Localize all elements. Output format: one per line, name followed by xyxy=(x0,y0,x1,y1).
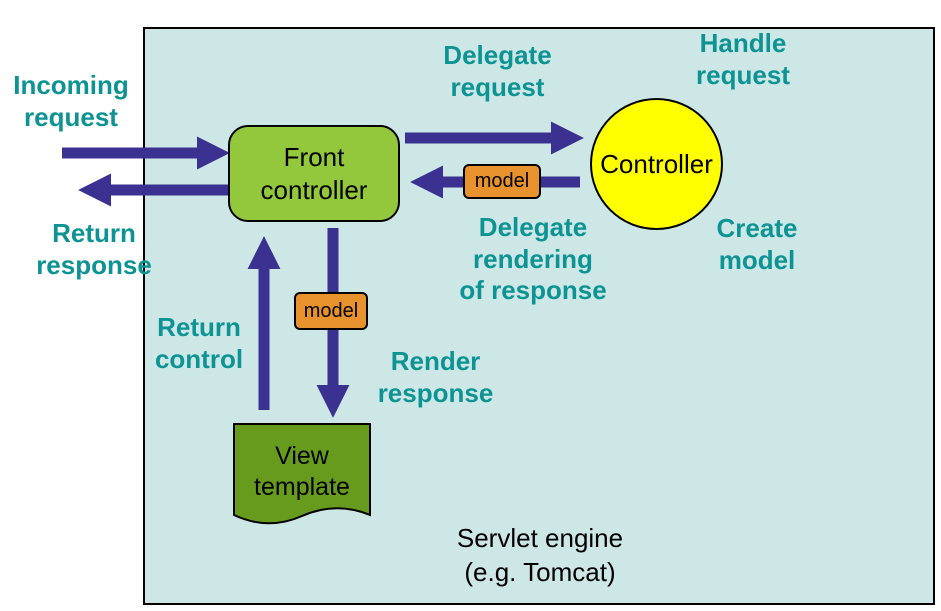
view-template-node: View template xyxy=(233,423,371,535)
front-controller-node: Front controller xyxy=(228,125,400,222)
delegate-request-label: Delegate request xyxy=(443,40,552,102)
model-badge-lower: model xyxy=(294,292,368,330)
return-control-label: Return control xyxy=(154,312,244,374)
incoming-request-label: Incoming request xyxy=(13,70,129,132)
view-template-label: View template xyxy=(254,442,350,502)
model-badge-upper: model xyxy=(463,164,541,199)
document-shape xyxy=(233,423,371,525)
servlet-engine-caption: Servlet engine (e.g. Tomcat) xyxy=(456,523,624,587)
controller-node: Controller xyxy=(590,98,723,230)
delegate-rendering-label: Delegate rendering of response xyxy=(459,212,607,306)
handle-request-label: Handle request xyxy=(696,28,790,90)
create-model-label: Create model xyxy=(716,213,798,275)
render-response-label: Render response xyxy=(377,346,494,408)
return-response-label: Return response xyxy=(36,218,152,280)
